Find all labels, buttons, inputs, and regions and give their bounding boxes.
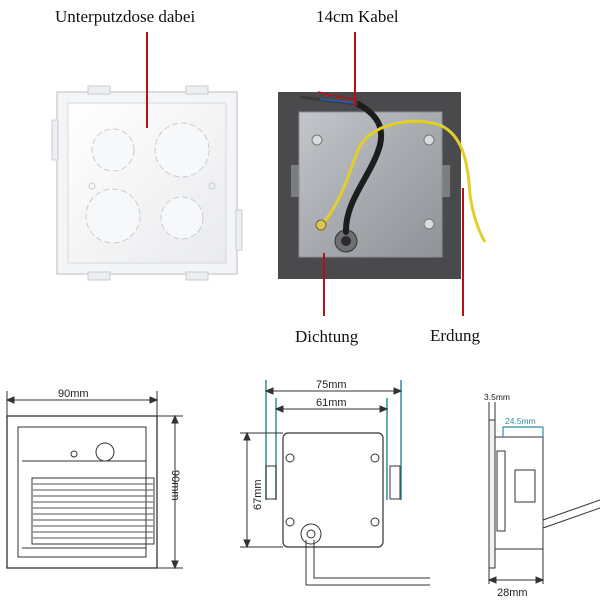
label-box-included: Unterputzdose dabei — [55, 7, 195, 26]
dim-side-plate: 3.5mm — [484, 392, 510, 402]
label-seal: Dichtung — [295, 327, 359, 346]
dim-side-inner: 24.5mm — [505, 416, 536, 426]
dim-side-depth: 28mm — [497, 587, 528, 599]
dim-back-height: 67mm — [252, 479, 264, 510]
label-cable: 14cm Kabel — [316, 7, 399, 26]
side-view-drawing — [487, 402, 600, 584]
label-ground: Erdung — [430, 326, 481, 345]
back-view-drawing — [240, 380, 430, 586]
front-height-dimension — [157, 414, 183, 570]
dim-front-height: 90mm — [169, 470, 181, 501]
back-side-photo — [278, 91, 487, 279]
dim-front-width: 90mm — [58, 388, 89, 400]
front-view-louvers — [33, 483, 153, 539]
dim-back-inner: 61mm — [316, 397, 347, 409]
front-view-drawing — [5, 391, 159, 569]
dim-back-outer: 75mm — [316, 379, 347, 391]
